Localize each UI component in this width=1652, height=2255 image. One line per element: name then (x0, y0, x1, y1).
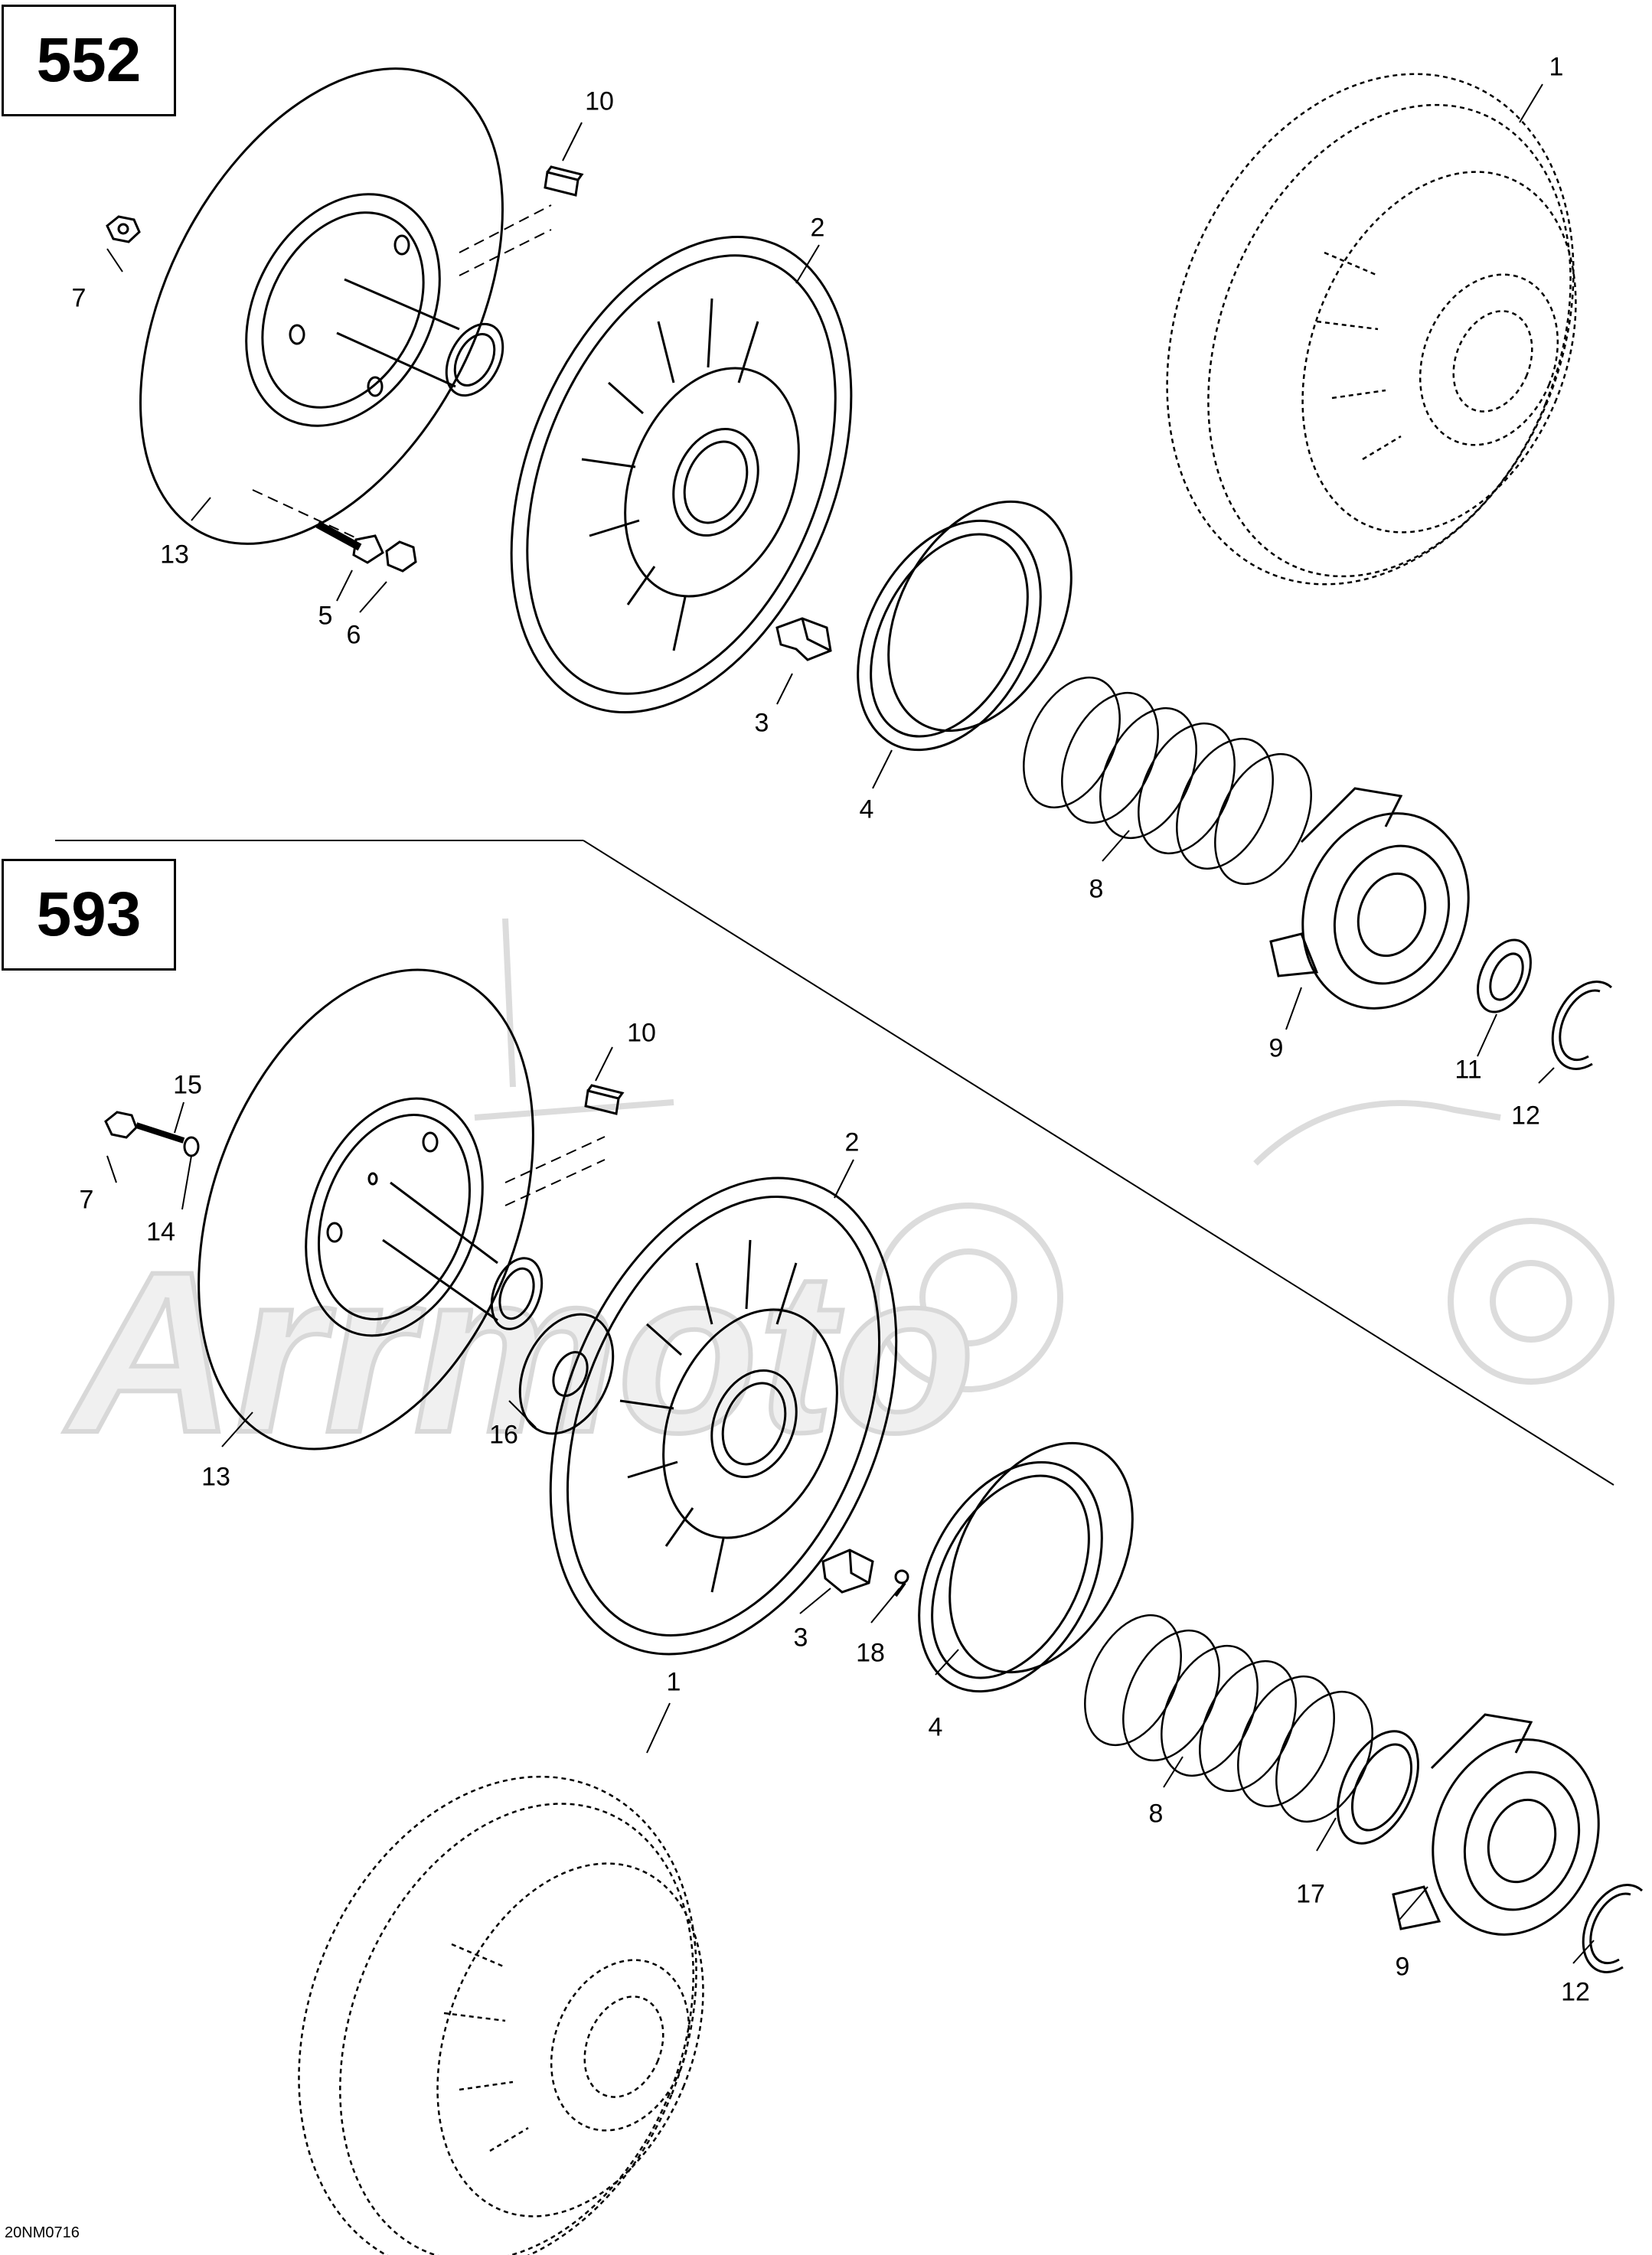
callout-552-12: 12 (1511, 1101, 1540, 1131)
callout-552-9: 9 (1268, 1033, 1284, 1063)
part-4-ring-593 (918, 1441, 1134, 1693)
part-12-circlip-593 (1582, 1884, 1644, 1973)
callout-552-1: 1 (1549, 52, 1564, 82)
callout-593-2: 2 (844, 1128, 860, 1157)
leaders-593 (106, 1046, 1595, 1964)
callout-552-5: 5 (318, 601, 333, 631)
section-divider-diagonal (583, 840, 1614, 1486)
part-3-slider-shoe-593 (821, 1548, 874, 1594)
callout-593-10: 10 (627, 1018, 656, 1048)
watermark-graphic (474, 918, 1614, 1392)
callout-552-2: 2 (810, 213, 825, 243)
part-13-fixed-sheave-593 (198, 968, 606, 1451)
part-9-cam-552 (1269, 787, 1470, 1010)
callout-552-11: 11 (1454, 1055, 1482, 1085)
callout-593-13: 13 (201, 1462, 230, 1492)
part-8-spring-552 (1023, 676, 1312, 886)
part-4-ring-552 (857, 500, 1072, 752)
part-7-nut-552 (106, 215, 141, 243)
callout-593-14: 14 (146, 1217, 175, 1247)
callout-552-4: 4 (859, 795, 874, 824)
part-5-bolt-552 (315, 521, 384, 564)
callout-593-17: 17 (1296, 1879, 1325, 1909)
part-10-key-593 (584, 1084, 625, 1115)
callout-593-4: 4 (928, 1712, 943, 1742)
part-2-movable-sheave-552 (510, 235, 853, 714)
leaders-552 (106, 83, 1555, 1084)
callout-593-7: 7 (79, 1185, 94, 1215)
callout-552-7: 7 (71, 283, 87, 313)
part-1-pulley-552 (1166, 73, 1577, 586)
callout-593-9: 9 (1395, 1952, 1410, 1982)
callout-552-8: 8 (1089, 874, 1104, 904)
callout-552-3: 3 (754, 708, 769, 738)
part-10-key-552 (544, 165, 584, 197)
callout-552-6: 6 (346, 620, 361, 650)
part-11-washer-552 (1477, 938, 1532, 1013)
callout-593-1: 1 (666, 1667, 681, 1697)
part-12-circlip-552 (1551, 981, 1613, 1070)
part-7-nut-593 (104, 1111, 138, 1139)
callout-593-3: 3 (793, 1623, 808, 1653)
part-2-movable-sheave-593 (549, 1176, 898, 1656)
watermark-text: Arrmoto (62, 1223, 975, 1480)
part-17-washer-593 (1337, 1730, 1419, 1845)
part-3-slider-shoe-552 (775, 617, 832, 661)
part-15-bolt-593 (135, 1122, 185, 1144)
part-6-nut-552 (385, 540, 417, 573)
section-label-593: 593 (2, 859, 176, 971)
drawing-code: 20NM0716 (5, 2224, 80, 2241)
callout-593-12: 12 (1561, 1977, 1590, 2007)
part-8-spring-593 (1084, 1614, 1373, 1823)
section-label-552: 552 (2, 5, 176, 116)
callout-552-10: 10 (585, 86, 614, 116)
callout-593-15: 15 (173, 1070, 202, 1100)
callout-593-8: 8 (1148, 1799, 1164, 1829)
callout-593-18: 18 (856, 1638, 885, 1668)
part-9-cam-593 (1392, 1713, 1600, 1936)
part-18-screw-593 (894, 1569, 909, 1597)
callout-593-16: 16 (489, 1420, 518, 1450)
part-1-pulley-593 (298, 1775, 704, 2255)
part-14-washer-593 (183, 1136, 200, 1157)
part-13-fixed-sheave-552 (139, 67, 552, 545)
callout-552-13: 13 (160, 540, 189, 569)
